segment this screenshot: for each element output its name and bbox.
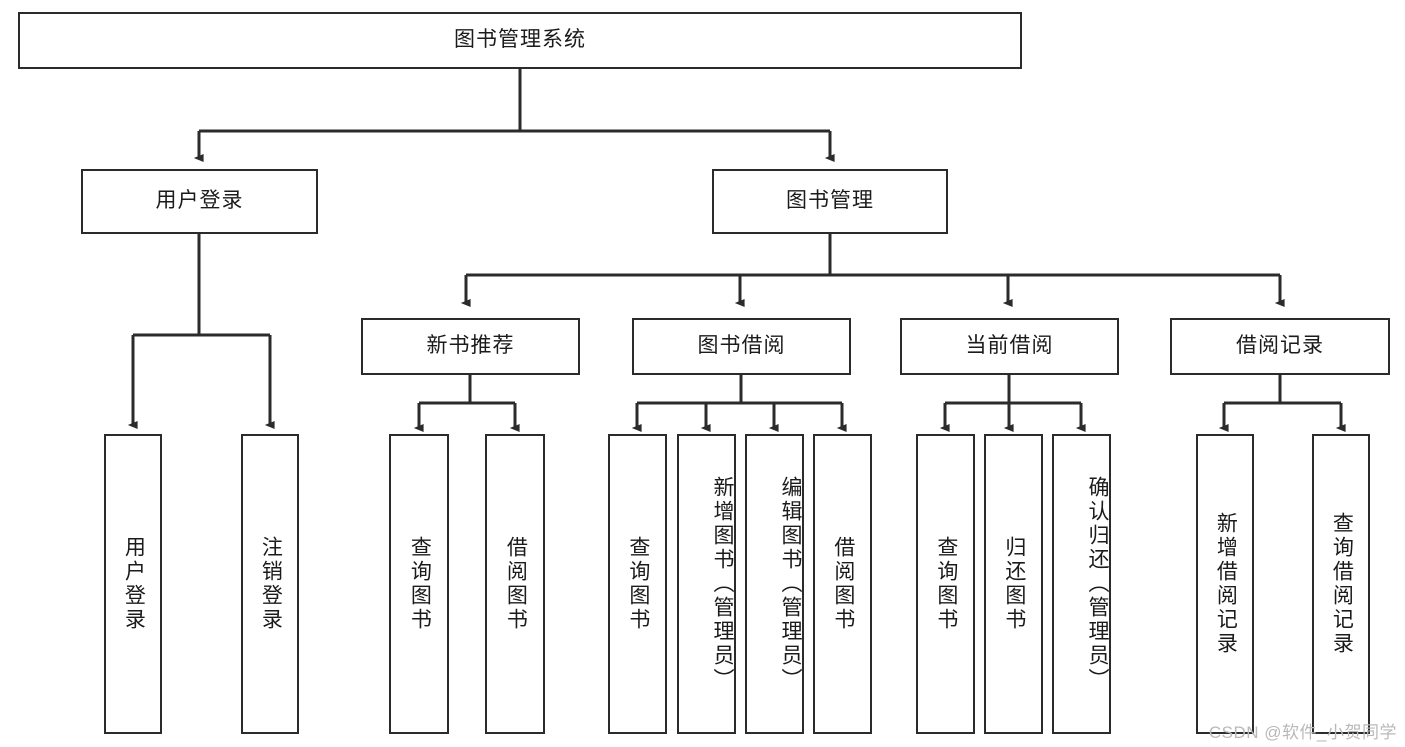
- node-book-borrow[interactable]: 图书借阅: [632, 318, 851, 375]
- leaf-add-book[interactable]: 新增图书（管理员）: [677, 434, 736, 734]
- csdn-watermark: CSDN @软件_小贺同学: [1208, 723, 1397, 742]
- node-root[interactable]: 图书管理系统: [18, 12, 1022, 69]
- leaf-confirm-return[interactable]: 确认归还（管理员）: [1052, 434, 1111, 734]
- node-user-login[interactable]: 用户登录: [81, 169, 318, 234]
- leaf-user-login[interactable]: 用户登录: [104, 434, 162, 734]
- node-book-manage[interactable]: 图书管理: [712, 169, 948, 234]
- leaf-query-book-borrow[interactable]: 查询图书: [608, 434, 667, 734]
- leaf-borrow-book-recommend[interactable]: 借阅图书: [485, 434, 545, 734]
- leaf-borrow-book[interactable]: 借阅图书: [813, 434, 872, 734]
- node-current-borrow[interactable]: 当前借阅: [900, 318, 1119, 375]
- leaf-query-borrow-record[interactable]: 查询借阅记录: [1312, 434, 1370, 734]
- leaf-add-borrow-record[interactable]: 新增借阅记录: [1196, 434, 1254, 734]
- leaf-query-book-current[interactable]: 查询图书: [916, 434, 975, 734]
- node-new-book-recommend[interactable]: 新书推荐: [361, 318, 580, 375]
- leaf-query-book-recommend[interactable]: 查询图书: [389, 434, 449, 734]
- leaf-return-book[interactable]: 归还图书: [984, 434, 1043, 734]
- node-borrow-record[interactable]: 借阅记录: [1170, 318, 1390, 375]
- leaf-logout-login[interactable]: 注销登录: [241, 434, 299, 734]
- leaf-edit-book[interactable]: 编辑图书（管理员）: [745, 434, 804, 734]
